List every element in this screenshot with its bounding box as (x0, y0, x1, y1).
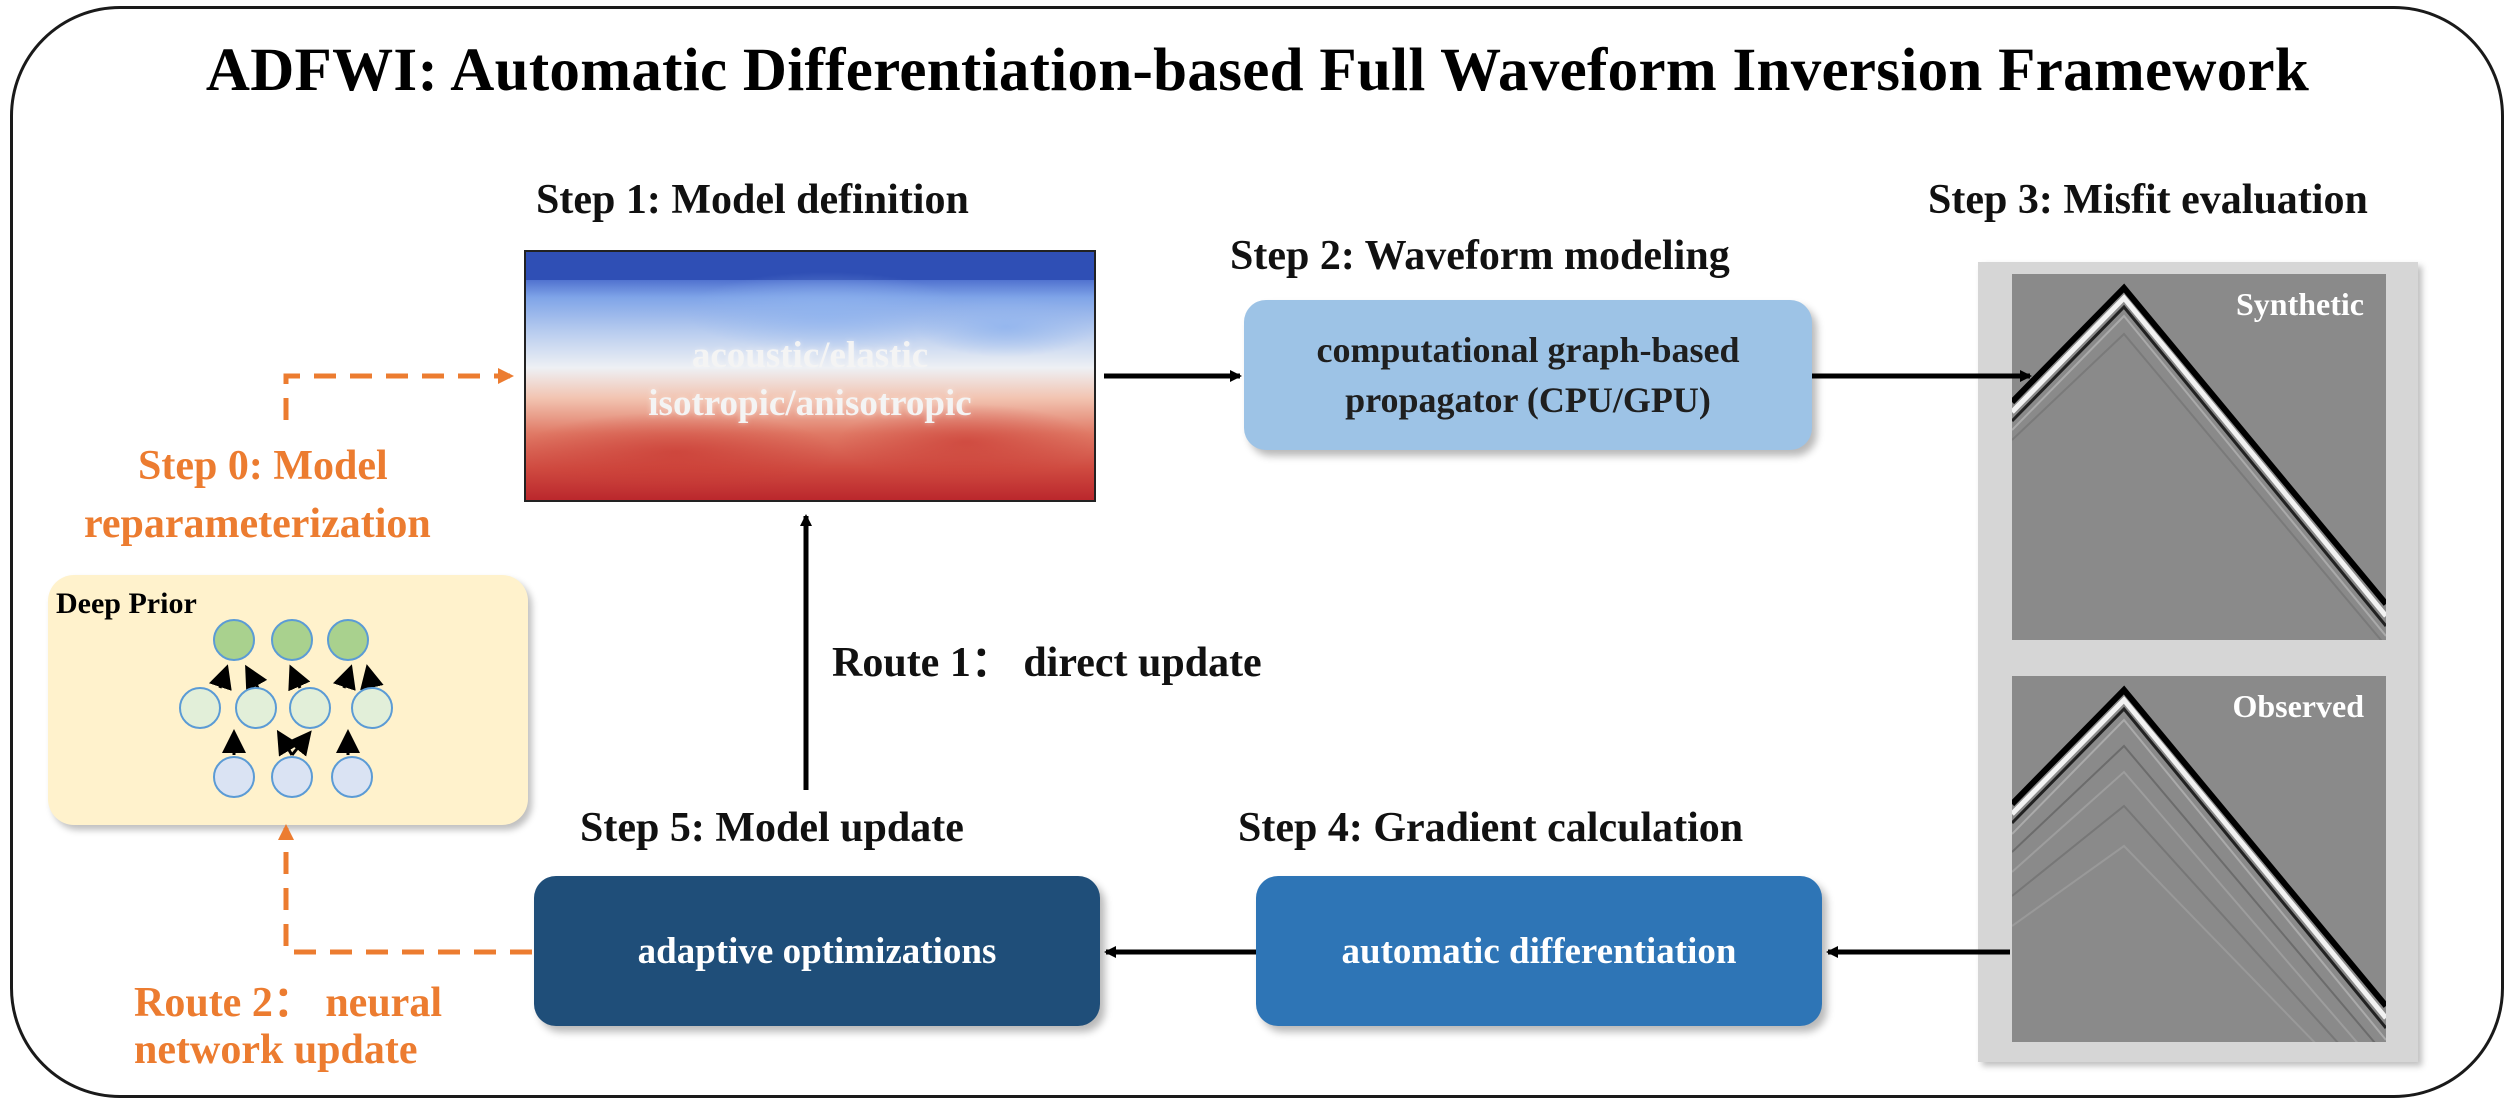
model-text-line2: isotropic/anisotropic (648, 383, 972, 424)
diagram-title: ADFWI: Automatic Differentiation-based F… (205, 37, 2310, 104)
step2-label: Step 2: Waveform modeling (1230, 233, 1730, 279)
misfit-panel: Synthetic Observed (1978, 262, 2418, 1062)
optimizer-box: adaptive optimizations (534, 876, 1100, 1026)
propagator-line2: propagator (CPU/GPU) (1345, 380, 1711, 420)
autodiff-box: automatic differentiation (1256, 876, 1822, 1026)
step0-label-line2: reparameterization (84, 501, 431, 547)
step4-label: Step 4: Gradient calculation (1238, 805, 1744, 851)
route1-label: Route 1： direct update (832, 640, 1262, 686)
arrow-route2-neural-update (278, 824, 532, 955)
outer-frame (10, 6, 2504, 1098)
route2-label-line1: Route 2： neural (134, 980, 442, 1026)
observed-seismogram: Observed (2012, 676, 2386, 1042)
observed-label: Observed (2232, 688, 2364, 724)
synthetic-label: Synthetic (2236, 286, 2364, 322)
arrow-step0-reparameterization (283, 368, 514, 420)
model-type-text: acoustic/elastic isotropic/anisotropic (526, 332, 1094, 428)
model-text-line1: acoustic/elastic (691, 335, 929, 376)
synthetic-seismogram: Synthetic (2012, 274, 2386, 640)
deep-prior-box: Deep Prior (48, 575, 528, 825)
velocity-model-graphic (526, 252, 1094, 500)
step3-label: Step 3: Misfit evaluation (1928, 177, 2368, 223)
deep-prior-title: Deep Prior (56, 587, 197, 620)
velocity-model-image: acoustic/elastic isotropic/anisotropic (524, 250, 1096, 502)
propagator-box: computational graph-based propagator (CP… (1244, 300, 1812, 450)
step5-label: Step 5: Model update (580, 805, 964, 851)
observed-wavefield (2012, 685, 2386, 1042)
route2-label-line2: network update (134, 1027, 418, 1073)
step0-label-line1: Step 0: Model (138, 443, 388, 489)
synthetic-wavefield (2012, 283, 2386, 640)
step1-label: Step 1: Model definition (536, 177, 969, 223)
network-diagram (179, 619, 393, 798)
propagator-line1: computational graph-based (1316, 330, 1740, 370)
